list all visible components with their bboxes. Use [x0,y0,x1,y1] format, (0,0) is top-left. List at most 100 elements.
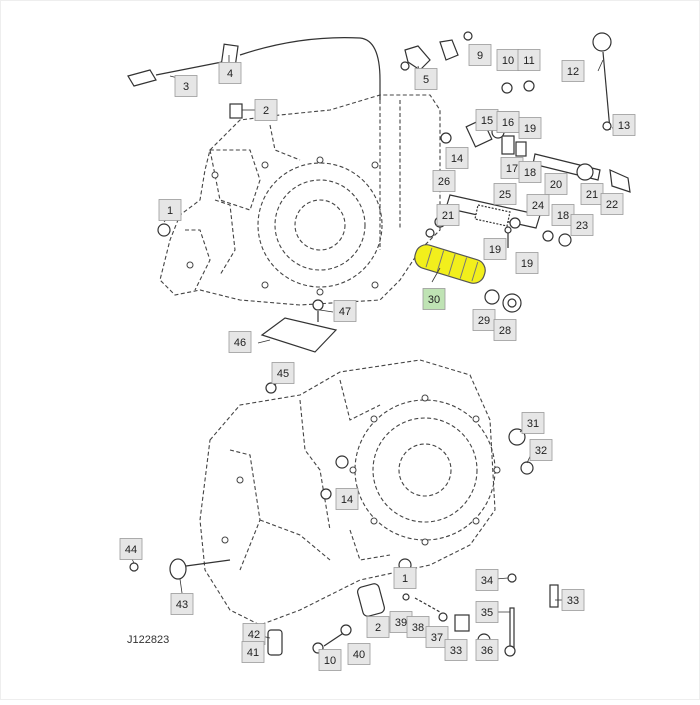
callout-39: 39 [389,611,413,633]
callout-box [475,639,499,661]
callout-label: 16 [502,117,514,129]
callout-box [561,589,585,611]
callout-29: 29 [472,309,496,331]
callout-label: 46 [234,337,246,349]
callout-label: 1 [402,573,408,585]
callout-37: 37 [425,626,449,648]
callout-18: 18 [551,204,575,226]
callout-box [158,199,182,221]
callout-label: 32 [535,445,547,457]
callout-box [468,44,492,66]
part-callouts: 1234569101112131415161718192021222418232… [119,44,636,671]
callout-box [518,117,542,139]
callout-box [366,616,390,638]
callout-11: 11 [517,49,541,71]
callout-label: 42 [248,629,260,641]
callout-label: 17 [506,163,518,175]
callout-box [570,214,594,236]
callout-label: 25 [499,189,511,201]
callout-label: 21 [586,189,598,201]
callout-10: 10 [496,49,520,71]
callout-box [544,173,568,195]
callout-3: 3 [174,75,198,97]
callout-12: 12 [561,60,585,82]
callout-label: 31 [527,418,539,430]
callout-box [515,252,539,274]
callout-2: 2 [366,616,390,638]
callout-label: 33 [567,595,579,607]
callout-box [475,601,499,623]
callout-label: 19 [489,244,501,256]
callout-13: 13 [612,114,636,136]
callout-label: 26 [438,176,450,188]
callout-box [241,641,265,663]
highlighted-part-30-sleeve [414,244,486,284]
callout-24: 24 [526,194,550,216]
callout-33: 33 [444,639,468,661]
callout-label: 43 [176,599,188,611]
callout-4: 4 [218,62,242,84]
callout-label: 38 [412,622,424,634]
callout-box [432,170,456,192]
drawing-number: J122823 [127,634,169,646]
callout-label: 11 [523,55,534,67]
callout-9: 9 [468,44,492,66]
callout-label: 29 [478,315,490,327]
callout-box [444,639,468,661]
callout-box [318,649,342,671]
lower-housing-bolts [221,394,501,546]
callout-label: 2 [375,622,381,634]
callout-box [475,569,499,591]
callout-14: 14 [445,147,469,169]
callout-44: 44 [119,538,143,560]
upper-transmission-housing [159,94,441,306]
callout-box [414,68,438,90]
callout-box [393,567,417,589]
callout-25: 25 [493,183,517,205]
callout-box [483,238,507,260]
callout-label: 24 [532,200,544,212]
callout-33: 33 [561,589,585,611]
callout-label: 20 [550,179,562,191]
callout-label: 39 [395,617,407,629]
upper-housing-bolts [186,156,379,296]
callout-label: 2 [263,105,269,117]
callout-box [526,194,550,216]
callout-label: 33 [450,645,462,657]
callout-label: 28 [499,325,511,337]
callout-label: 1 [167,205,173,217]
callout-1: 1 [393,567,417,589]
callout-label: 19 [521,258,533,270]
callout-label: 30 [428,294,440,306]
callout-43: 43 [170,593,194,615]
callout-1: 1 [158,199,182,221]
callout-label: 40 [353,649,365,661]
callout-box [170,593,194,615]
callout-label: 34 [481,575,493,587]
callout-10: 10 [318,649,342,671]
callout-label: 10 [324,655,336,667]
callout-label: 13 [618,120,630,132]
callout-box [422,288,446,310]
callout-box [518,161,542,183]
callout-label: 47 [339,306,351,318]
callout-box [254,99,278,121]
callout-label: 14 [451,153,463,165]
callout-box [517,49,541,71]
callout-46: 46 [228,331,252,353]
callout-box [529,439,553,461]
callout-35: 35 [475,601,499,623]
callout-box [521,412,545,434]
callout-label: 15 [481,115,493,127]
callout-label: 36 [481,645,493,657]
callout-38: 38 [406,616,430,638]
callout-box [347,643,371,665]
callout-box [218,62,242,84]
callout-5: 5 [414,68,438,90]
callout-label: 21 [442,210,454,222]
callout-label: 19 [524,123,536,135]
callout-31: 31 [521,412,545,434]
callout-box [333,300,357,322]
callout-box [119,538,143,560]
